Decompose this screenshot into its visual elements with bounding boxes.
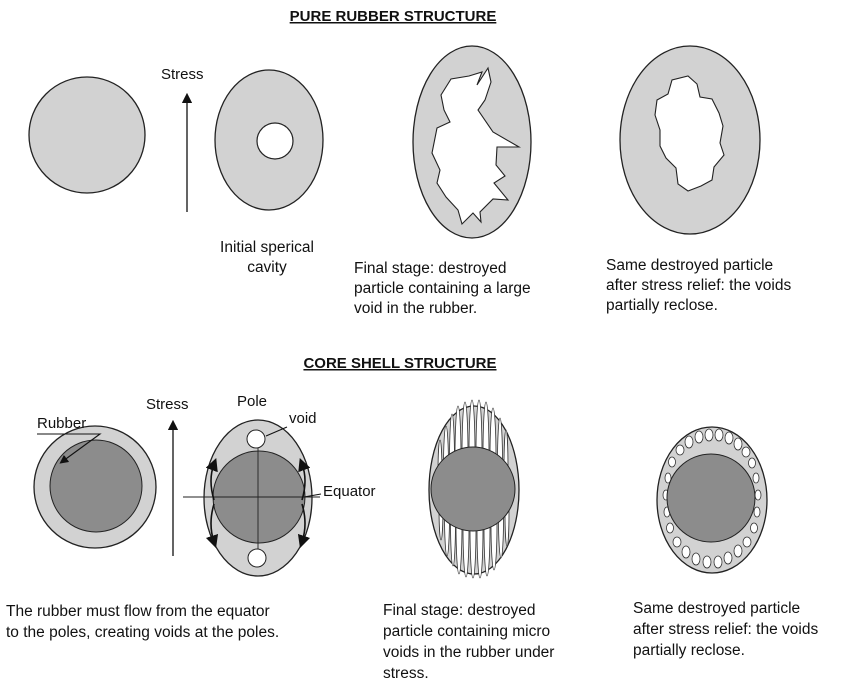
pure-rubber-title: PURE RUBBER STRUCTURE xyxy=(290,8,497,25)
caption-relief-top-line2: after stress relief: the voids xyxy=(606,277,791,294)
caption-final-line2: particle containing a large xyxy=(354,280,531,297)
stress-label-top: Stress xyxy=(161,66,204,83)
caption-relief-top-line1: Same destroyed particle xyxy=(606,257,773,274)
void-label: void xyxy=(289,410,317,427)
rubber-label: Rubber xyxy=(37,415,86,432)
caption-flow-line2: to the poles, creating voids at the pole… xyxy=(6,624,279,641)
caption-relief-bottom-line3: partially reclose. xyxy=(633,642,745,659)
rubber-sphere xyxy=(29,77,145,193)
relieved-core xyxy=(667,454,755,542)
micro-void-core xyxy=(431,447,515,531)
caption-relief-bottom-line1: Same destroyed particle xyxy=(633,600,800,617)
caption-final-bottom-line1: Final stage: destroyed xyxy=(383,602,536,619)
stress-label-bottom: Stress xyxy=(146,396,189,413)
caption-final-line3: void in the rubber. xyxy=(354,300,477,317)
caption-relief-top-line3: partially reclose. xyxy=(606,297,718,314)
pole-label: Pole xyxy=(237,393,267,410)
caption-initial-line1: Initial sperical xyxy=(220,239,314,256)
equator-label: Equator xyxy=(323,483,376,500)
initial-cavity xyxy=(257,123,293,159)
caption-flow-line1: The rubber must flow from the equator xyxy=(6,603,270,620)
caption-final-line1: Final stage: destroyed xyxy=(354,260,507,277)
core-shell-title: CORE SHELL STRUCTURE xyxy=(303,355,496,372)
caption-final-bottom-line4: stress. xyxy=(383,665,429,682)
caption-final-bottom-line3: voids in the rubber under xyxy=(383,644,554,661)
pole-void-top xyxy=(247,430,265,448)
caption-final-bottom-line2: particle containing micro xyxy=(383,623,550,640)
caption-relief-bottom-line2: after stress relief: the voids xyxy=(633,621,818,638)
caption-initial-line2: cavity xyxy=(247,259,287,276)
rigid-core xyxy=(50,440,142,532)
pole-void-bottom xyxy=(248,549,266,567)
